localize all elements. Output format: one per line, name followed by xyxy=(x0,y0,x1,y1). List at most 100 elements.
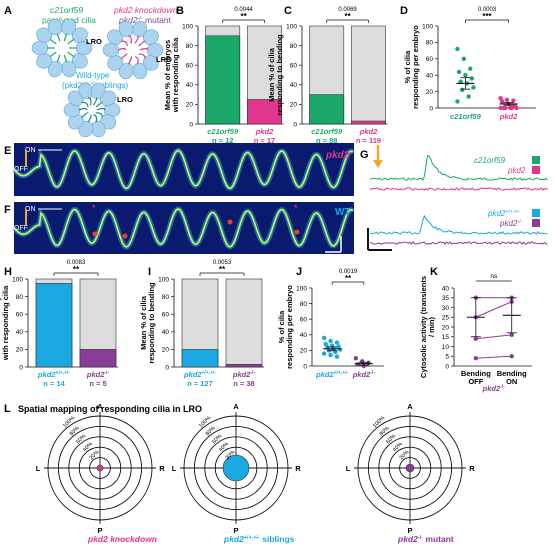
x-category-label: ON xyxy=(506,377,517,386)
lro-knockdown xyxy=(102,20,164,80)
y-tick-label: 60 xyxy=(186,63,194,70)
panel-letter-g: G xyxy=(360,149,369,161)
lro-cilium xyxy=(78,107,88,111)
y-tick-label: 20 xyxy=(426,89,434,96)
stimulus-arrowhead-g xyxy=(373,160,383,168)
lro-cilium xyxy=(49,38,57,45)
trace-pkd2 xyxy=(369,187,548,191)
panel-letter-i: I xyxy=(148,266,151,278)
event-asterisk: * xyxy=(92,203,96,213)
y-tick-label: 100 xyxy=(296,285,307,292)
significance-stars: ** xyxy=(219,265,226,274)
data-point xyxy=(468,66,473,71)
data-point xyxy=(455,46,460,52)
lro-cilium xyxy=(134,35,139,44)
y-tick-label: 40 xyxy=(162,329,170,336)
x-category-label: pkd2 xyxy=(499,112,518,121)
x-category-label-sup: -/- xyxy=(104,370,109,376)
p-value-label: 0.0083 xyxy=(67,260,86,266)
y-tick-label: 100 xyxy=(286,23,297,30)
lro-cilium xyxy=(56,54,61,63)
significance-stars: *** xyxy=(482,12,492,21)
legend-c21orf59: c21orf59 xyxy=(474,156,506,165)
tag-f: WT xyxy=(335,207,351,218)
bar xyxy=(35,283,73,368)
x-category-label-sup: +/+,+/- xyxy=(334,370,349,376)
compass-p: P xyxy=(407,526,412,535)
ring-label: 60% xyxy=(211,433,223,445)
x-category-label: Bending xyxy=(497,369,527,378)
data-point xyxy=(455,99,460,104)
data-point xyxy=(504,97,510,103)
panel-letter-k: K xyxy=(430,266,438,278)
legend-swatch-purple xyxy=(532,219,540,227)
off-label-e: OFF xyxy=(14,166,28,173)
x-category-label: pkd2-/- xyxy=(352,370,376,379)
legend-swatch-green xyxy=(532,156,540,164)
ring-label: 60% xyxy=(385,433,397,445)
compass-r: R xyxy=(295,464,301,473)
data-point xyxy=(473,336,479,341)
lro-cilium xyxy=(67,51,75,58)
x-category-label: pkd2+/+,+/- xyxy=(37,370,70,379)
group-label-sup: -/- xyxy=(500,384,505,390)
y-tick-label: 0 xyxy=(189,121,193,128)
ring-label: 80% xyxy=(69,425,81,437)
lro-cilium xyxy=(138,53,146,59)
data-point xyxy=(463,73,468,78)
y-axis-label: Cytosolic activity (transients xyxy=(419,276,428,378)
y-axis-label: responding to bending xyxy=(275,34,284,116)
y-tick-label: 40 xyxy=(300,332,308,339)
panel-letter-l: L xyxy=(4,403,11,415)
panel-letter-c: C xyxy=(284,5,292,17)
lro-paralyzed xyxy=(31,18,93,78)
data-point xyxy=(353,356,359,361)
compass-r: R xyxy=(469,464,475,473)
x-category-label: pkd2-/- xyxy=(86,370,110,379)
lro-label-1: LRO xyxy=(86,37,102,46)
x-category-label-base: pkd2 xyxy=(232,370,251,379)
sig-label: ns xyxy=(490,273,498,280)
lro-cilium xyxy=(120,40,128,46)
ring-label: 60% xyxy=(75,433,87,445)
data-point xyxy=(460,87,465,93)
data-point xyxy=(498,95,503,101)
data-point xyxy=(514,105,519,111)
lro-label-2: LRO xyxy=(156,55,172,64)
n-label: n = 127 xyxy=(187,379,213,388)
x-category-label-base: pkd2 xyxy=(352,370,371,379)
lro-lumen xyxy=(48,34,76,62)
data-point xyxy=(471,85,476,90)
x-category-label: c21orf59 xyxy=(207,127,239,136)
y-tick-label: 40 xyxy=(442,285,450,292)
legend-pkd2-wt: pkd2+/+,+/- xyxy=(487,209,520,218)
lro-cilium xyxy=(120,53,128,60)
caption-siblings: pkd2+/+,+/- siblings xyxy=(223,534,295,544)
kymo-trace xyxy=(13,208,354,248)
x-category-label-base: pkd2 xyxy=(315,370,334,379)
lro-cilium xyxy=(95,112,104,118)
lro-cilium xyxy=(87,97,92,106)
panel-l: L Spatial mapping of responding cilia in… xyxy=(4,402,475,544)
trace-c21orf59 xyxy=(369,155,548,182)
y-tick-label: 80 xyxy=(290,43,298,50)
legend-swatch-cyan xyxy=(532,209,540,217)
p-value-label: 0.0053 xyxy=(213,260,232,266)
lro-cilium xyxy=(127,56,132,65)
y-axis-label: responding per embryo xyxy=(411,25,420,109)
x-category-label: OFF xyxy=(468,377,483,386)
kymo-hotspot xyxy=(227,219,233,225)
polar-response-fill xyxy=(222,454,250,482)
bar-background xyxy=(225,278,263,368)
lro-label-3: LRO xyxy=(117,95,133,104)
significance-stars: ** xyxy=(240,12,247,21)
polar-response-fill xyxy=(405,463,415,473)
data-point xyxy=(366,360,371,366)
x-category-label-sup: +/+,+/- xyxy=(201,370,216,376)
data-point xyxy=(499,99,505,104)
